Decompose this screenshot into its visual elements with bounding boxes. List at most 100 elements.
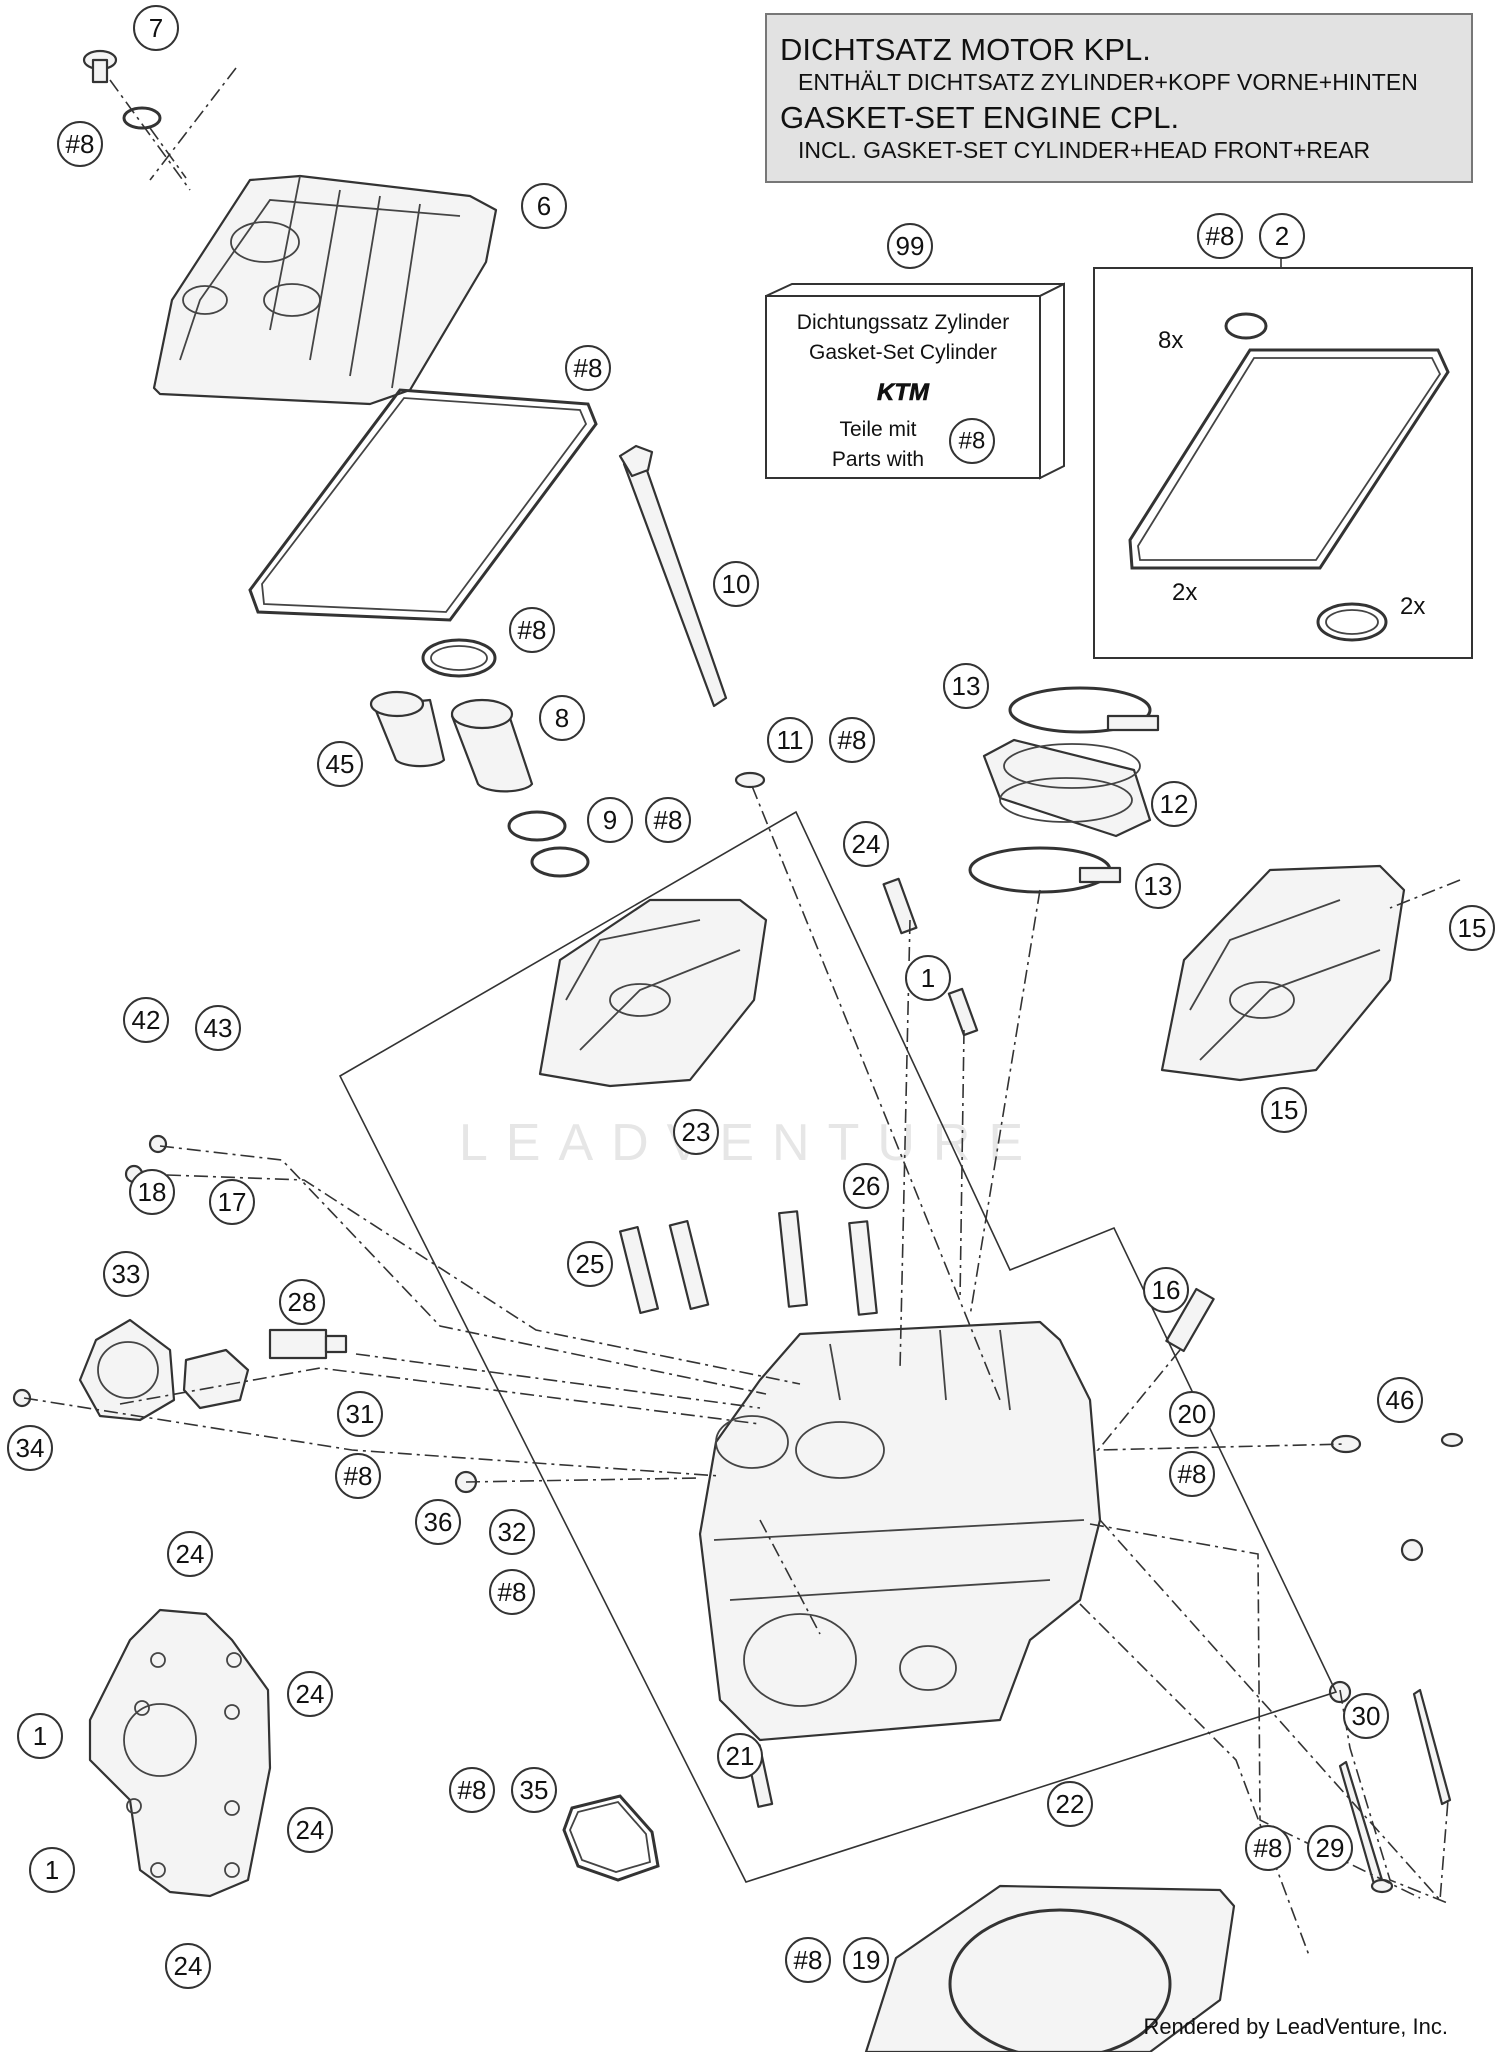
callout-l10: 10 xyxy=(713,561,759,607)
valve-cover-gasket-set-box: 8x 2x 2x xyxy=(1093,252,1473,659)
callout-number: #8 xyxy=(458,1775,487,1805)
callout-number: 29 xyxy=(1316,1833,1345,1863)
callout-circle xyxy=(509,607,555,653)
callout-number: #8 xyxy=(344,1461,373,1491)
kit-line-2: Gasket-Set Cylinder xyxy=(809,341,997,364)
callout-number: 1 xyxy=(921,963,935,993)
callout-l24e: 24 xyxy=(165,1943,211,1989)
callout-circle xyxy=(337,1391,383,1437)
callout-number: 25 xyxy=(576,1249,605,1279)
callout-l24b: 24 xyxy=(167,1531,213,1577)
callout-number: 13 xyxy=(1144,871,1173,901)
callout-circle xyxy=(489,1509,535,1555)
callout-l8g: #8 xyxy=(645,797,691,843)
callout-l19: 19 xyxy=(843,1937,889,1983)
kit-ref-label: #8 xyxy=(959,428,986,455)
callout-circle xyxy=(673,1109,719,1155)
cylinder-head-assembly-frame xyxy=(338,810,1338,1883)
callout-circle xyxy=(195,1005,241,1051)
callout-circle xyxy=(567,1241,613,1287)
callout-number: 34 xyxy=(16,1433,45,1463)
callout-circle xyxy=(103,1251,149,1297)
callout-l26: 26 xyxy=(843,1163,889,1209)
callout-l15a: 15 xyxy=(1449,905,1495,951)
cylinder-head-part xyxy=(698,1320,1102,1742)
callout-circle xyxy=(511,1767,557,1813)
callout-number: 23 xyxy=(682,1117,711,1147)
intake-flange-parts xyxy=(968,686,1160,894)
callout-l1b: 1 xyxy=(17,1713,63,1759)
callout-l20: 20 xyxy=(1169,1391,1215,1437)
callout-circle xyxy=(317,741,363,787)
callout-circle xyxy=(1261,1087,1307,1133)
callout-circle xyxy=(713,561,759,607)
valve-guides-parts xyxy=(619,1210,878,1316)
callout-circle xyxy=(717,1733,763,1779)
callout-l8c: #8 xyxy=(1197,213,1243,259)
callout-number: 6 xyxy=(537,191,551,221)
callout-circle xyxy=(167,1531,213,1577)
callout-circle xyxy=(287,1671,333,1717)
spark-plug-tube-parts xyxy=(369,638,590,878)
callout-circle xyxy=(1135,863,1181,909)
callout-l24a: 24 xyxy=(843,821,889,867)
callout-number: 26 xyxy=(852,1171,881,1201)
callout-circle xyxy=(1169,1451,1215,1497)
callout-l8i: #8 xyxy=(335,1453,381,1499)
rendered-by-credit: Rendered by LeadVenture, Inc. xyxy=(1143,2014,1448,2039)
callout-l42: 42 xyxy=(123,997,169,1043)
callout-number: #8 xyxy=(1206,221,1235,251)
callout-circle xyxy=(1151,781,1197,827)
callout-l28: 28 xyxy=(279,1279,325,1325)
callout-l16: 16 xyxy=(1143,1267,1189,1313)
cylinder-head-bolt-part xyxy=(618,444,766,789)
callout-circle xyxy=(843,1937,889,1983)
callout-number: 15 xyxy=(1458,913,1487,943)
qty-2x-gasket: 2x xyxy=(1172,579,1197,606)
callout-l13a: 13 xyxy=(943,663,989,709)
qty-8x: 8x xyxy=(1158,327,1183,354)
callout-l24c: 24 xyxy=(287,1671,333,1717)
callout-circle xyxy=(7,1425,53,1471)
callout-circle xyxy=(29,1847,75,1893)
callout-number: #8 xyxy=(1178,1459,1207,1489)
callout-l43: 43 xyxy=(195,1005,241,1051)
callout-number: 24 xyxy=(176,1539,205,1569)
callout-l8d: #8 xyxy=(509,607,555,653)
callout-circle xyxy=(1259,213,1305,259)
cylinder-base-gasket-part xyxy=(88,1608,272,1898)
callout-number: 16 xyxy=(1152,1275,1181,1305)
callout-l6: 6 xyxy=(521,183,567,229)
callout-number: 99 xyxy=(896,231,925,261)
callout-l46: 46 xyxy=(1377,1377,1423,1423)
callout-number: 30 xyxy=(1352,1701,1381,1731)
valve-cover-part xyxy=(152,174,498,406)
callout-number: 19 xyxy=(852,1945,881,1975)
callout-circle xyxy=(943,663,989,709)
callout-l15b: 15 xyxy=(1261,1087,1307,1133)
sensors-parts xyxy=(268,1287,1362,1454)
callout-circle xyxy=(209,1179,255,1225)
callout-number: 13 xyxy=(952,671,981,701)
callout-number: 32 xyxy=(498,1517,527,1547)
callout-number: 7 xyxy=(149,13,163,43)
valve-cover-gasket-part xyxy=(248,388,598,622)
info-line-4: INCL. GASKET-SET CYLINDER+HEAD FRONT+REA… xyxy=(798,137,1370,163)
callout-number: 15 xyxy=(1270,1095,1299,1125)
callout-number: 24 xyxy=(852,829,881,859)
callout-number: #8 xyxy=(66,129,95,159)
callout-circle xyxy=(1169,1391,1215,1437)
callout-number: #8 xyxy=(838,725,867,755)
callout-l13b: 13 xyxy=(1135,863,1181,909)
callout-number: 33 xyxy=(112,1259,141,1289)
callout-circle xyxy=(1047,1781,1093,1827)
callout-number: 28 xyxy=(288,1287,317,1317)
callout-l25: 25 xyxy=(567,1241,613,1287)
callout-l8j: #8 xyxy=(489,1569,535,1615)
callout-l9: 9 xyxy=(587,797,633,843)
callout-l12: 12 xyxy=(1151,781,1197,827)
callout-circle xyxy=(129,1169,175,1215)
callout-number: 20 xyxy=(1178,1399,1207,1429)
callout-circle xyxy=(1245,1825,1291,1871)
